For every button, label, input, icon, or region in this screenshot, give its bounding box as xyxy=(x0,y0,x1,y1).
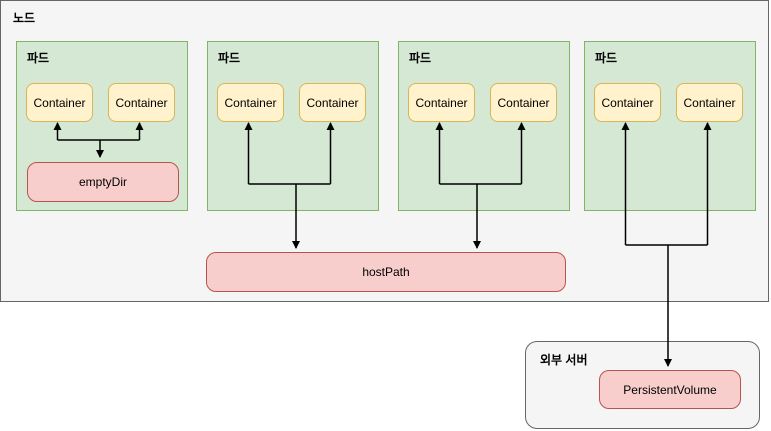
emptydir-volume: emptyDir xyxy=(27,162,179,202)
node-label: 노드 xyxy=(13,11,36,25)
k8s-node: 노드 파드 Container Container emptyDir 파드 Co… xyxy=(0,0,769,302)
container-box: Container xyxy=(676,83,743,122)
container-box: Container xyxy=(299,83,366,122)
external-server: 외부 서버 PersistentVolume xyxy=(525,341,760,429)
hostpath-volume: hostPath xyxy=(206,252,566,292)
pod-4: 파드 Container Container xyxy=(584,41,756,211)
pod-1: 파드 Container Container emptyDir xyxy=(16,41,188,211)
pod-label: 파드 xyxy=(409,51,432,65)
container-box: Container xyxy=(26,83,93,122)
pod-2: 파드 Container Container xyxy=(207,41,379,211)
pod-label: 파드 xyxy=(27,51,50,65)
container-box: Container xyxy=(594,83,661,122)
container-box: Container xyxy=(490,83,557,122)
container-box: Container xyxy=(108,83,175,122)
container-box: Container xyxy=(408,83,475,122)
container-box: Container xyxy=(217,83,284,122)
persistent-volume: PersistentVolume xyxy=(599,370,741,409)
pod-label: 파드 xyxy=(595,51,618,65)
external-server-label: 외부 서버 xyxy=(540,353,588,367)
pod-3: 파드 Container Container xyxy=(398,41,570,211)
pod-label: 파드 xyxy=(218,51,241,65)
